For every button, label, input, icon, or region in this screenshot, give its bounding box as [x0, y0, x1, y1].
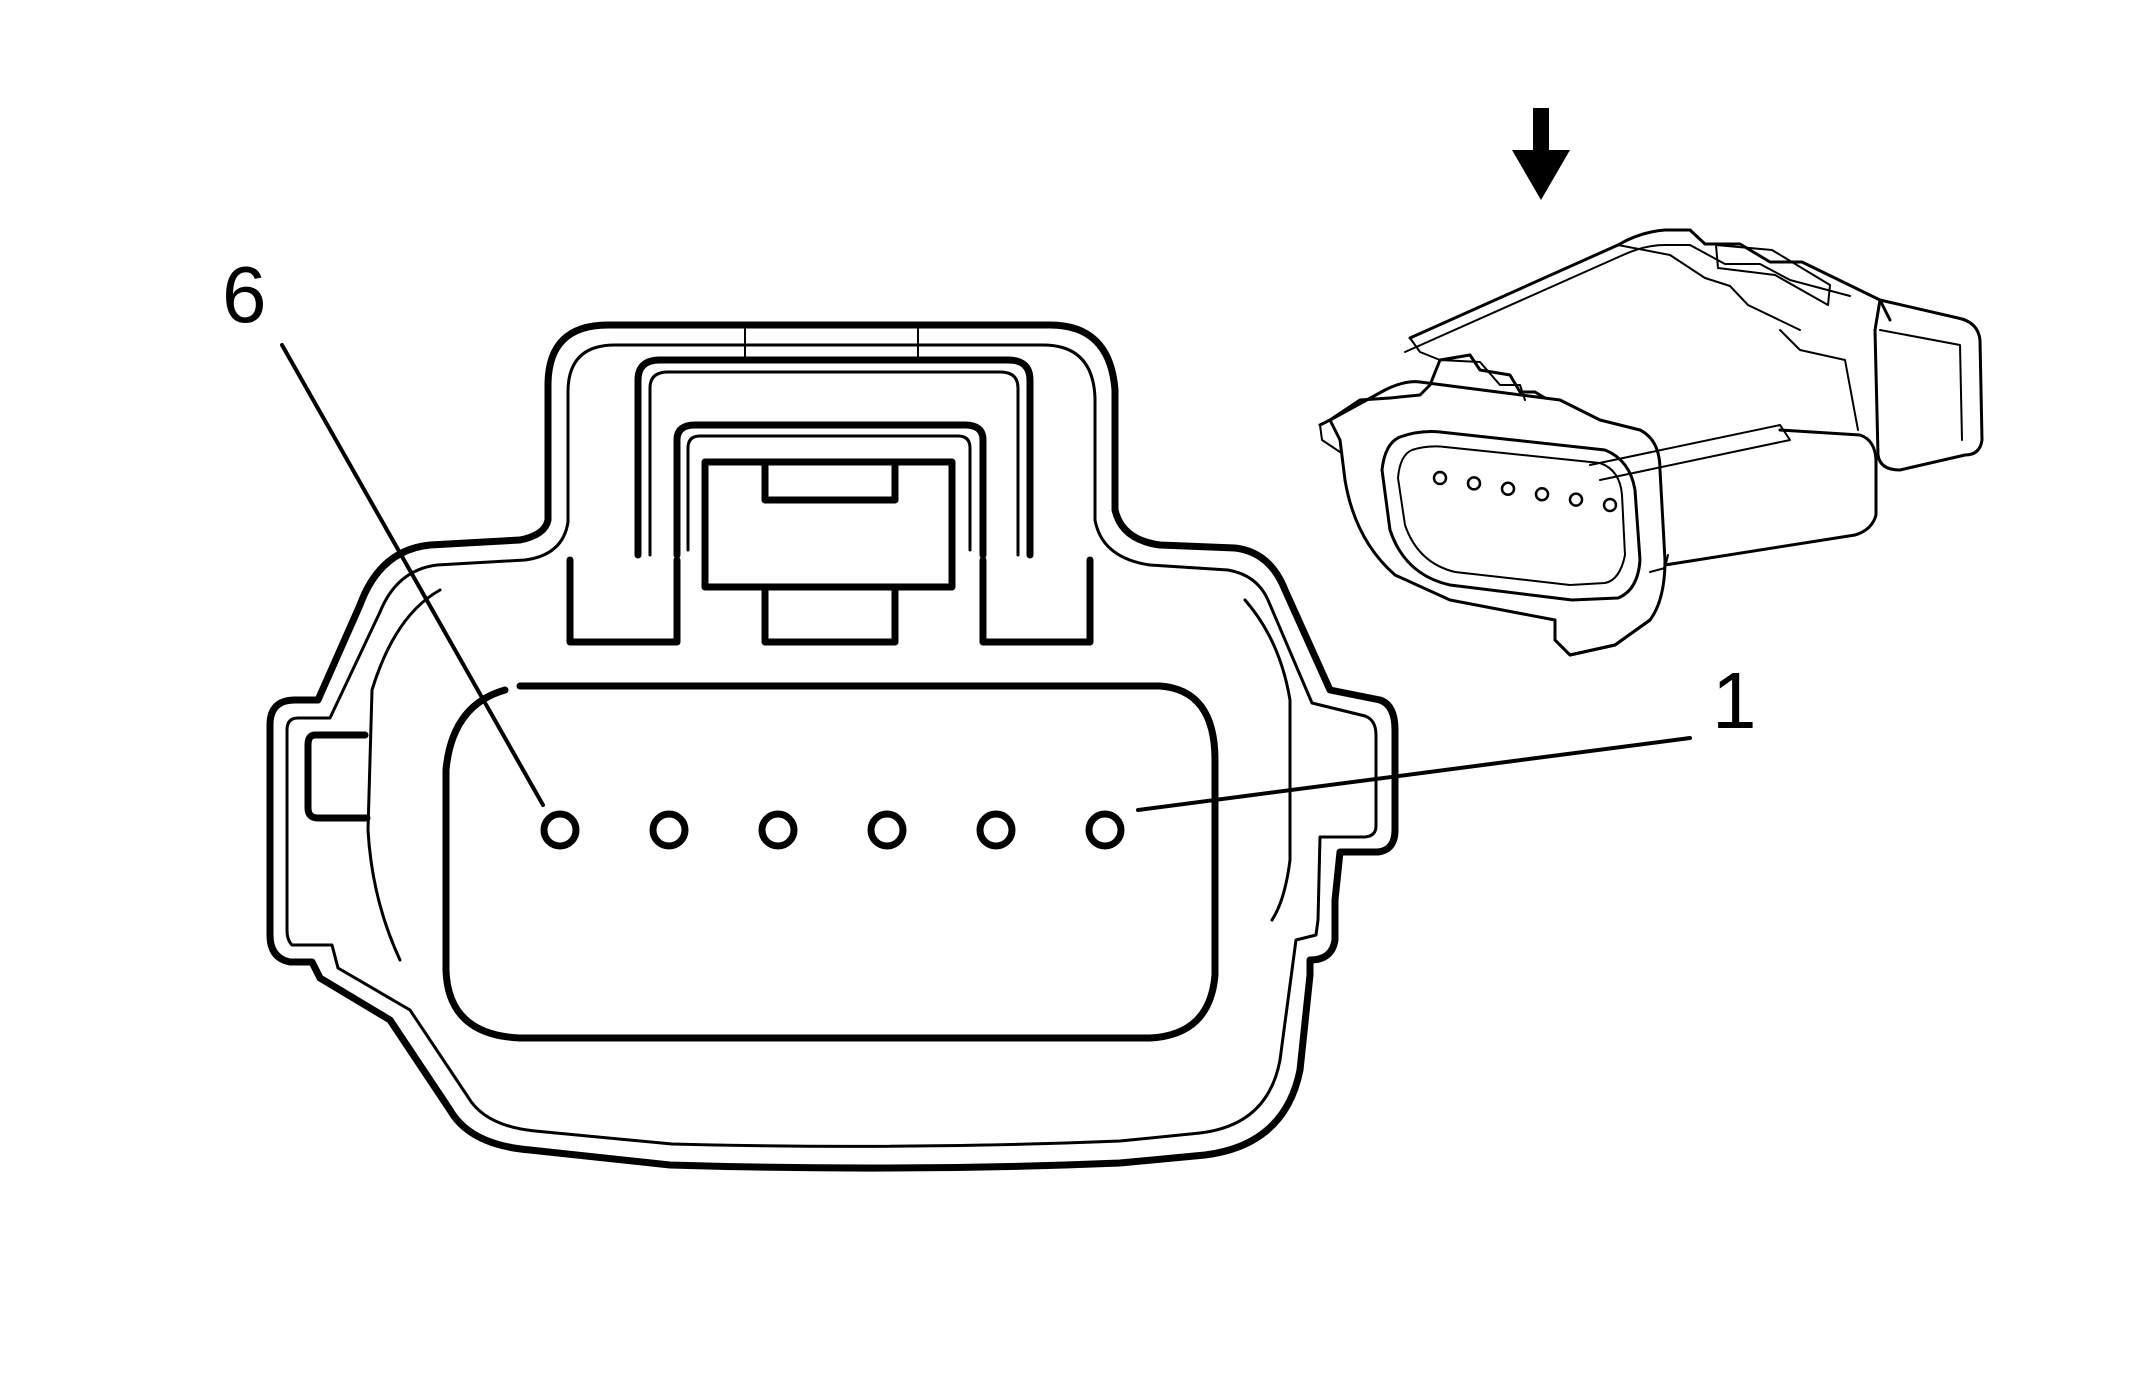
down-arrow-icon [1512, 108, 1570, 200]
iso-rear-block [1873, 298, 1984, 472]
iso-top-ridge [1404, 244, 1851, 353]
face-pin-group [540, 810, 1125, 850]
housing-outer-outline [266, 321, 1399, 1172]
lock-tab-lower [761, 583, 899, 646]
iso-pin-1 [1602, 497, 1618, 513]
iso-bottom-lip [1553, 618, 1652, 657]
iso-pin-group [1432, 470, 1618, 513]
iso-body-rib [1779, 329, 1859, 431]
face-pin-5 [649, 810, 689, 850]
lock-inner-ring [648, 370, 1020, 557]
iso-top-back [1617, 244, 1801, 331]
iso-body-rib-2 [1589, 424, 1791, 481]
iso-latch-slot [1715, 244, 1831, 306]
iso-rear-block-face [1879, 329, 1963, 441]
iso-pin-6 [1432, 470, 1448, 486]
iso-pin-3 [1534, 486, 1550, 502]
lock-bracket-inner [686, 434, 972, 552]
connector-face-view: 6 1 [222, 250, 1757, 1172]
connector-iso-view [1318, 108, 1984, 657]
iso-latch-hook-side [1319, 424, 1341, 453]
lock-tab-block [701, 458, 956, 591]
iso-bottom-tab [1649, 554, 1669, 573]
iso-latch-hook [1318, 353, 1547, 427]
iso-pin-5 [1466, 476, 1482, 491]
iso-front-cavity-inner [1397, 445, 1626, 586]
lock-base-right [979, 556, 1094, 646]
iso-front-outer [1328, 380, 1667, 657]
callout-pin-6: 6 [222, 250, 267, 339]
iso-body-side [1663, 428, 1878, 567]
lock-outer [634, 356, 1034, 559]
right-latch-inner [1243, 598, 1292, 922]
iso-pin-2 [1568, 492, 1584, 507]
iso-pin-4 [1500, 481, 1516, 497]
leader-line-pin-6 [280, 343, 545, 807]
lock-base-left [566, 556, 681, 646]
iso-top-surface [1408, 228, 1892, 340]
face-pin-6 [540, 810, 580, 850]
pin-cavity [442, 682, 1219, 1042]
callout-pin-1: 1 [1712, 656, 1757, 745]
leader-line-pin-1 [1136, 736, 1692, 812]
iso-latch-hook-top [1409, 337, 1526, 401]
lock-bracket [673, 421, 987, 559]
left-latch-inner [366, 588, 442, 962]
face-pin-3 [867, 810, 907, 850]
face-pin-1 [1085, 810, 1125, 850]
housing-inner-outline [285, 343, 1378, 1148]
lock-tab-notch [761, 461, 899, 504]
left-latch-tab [304, 731, 371, 822]
face-pin-4 [758, 810, 798, 850]
iso-front-cavity [1380, 430, 1642, 602]
face-pin-2 [976, 810, 1016, 850]
